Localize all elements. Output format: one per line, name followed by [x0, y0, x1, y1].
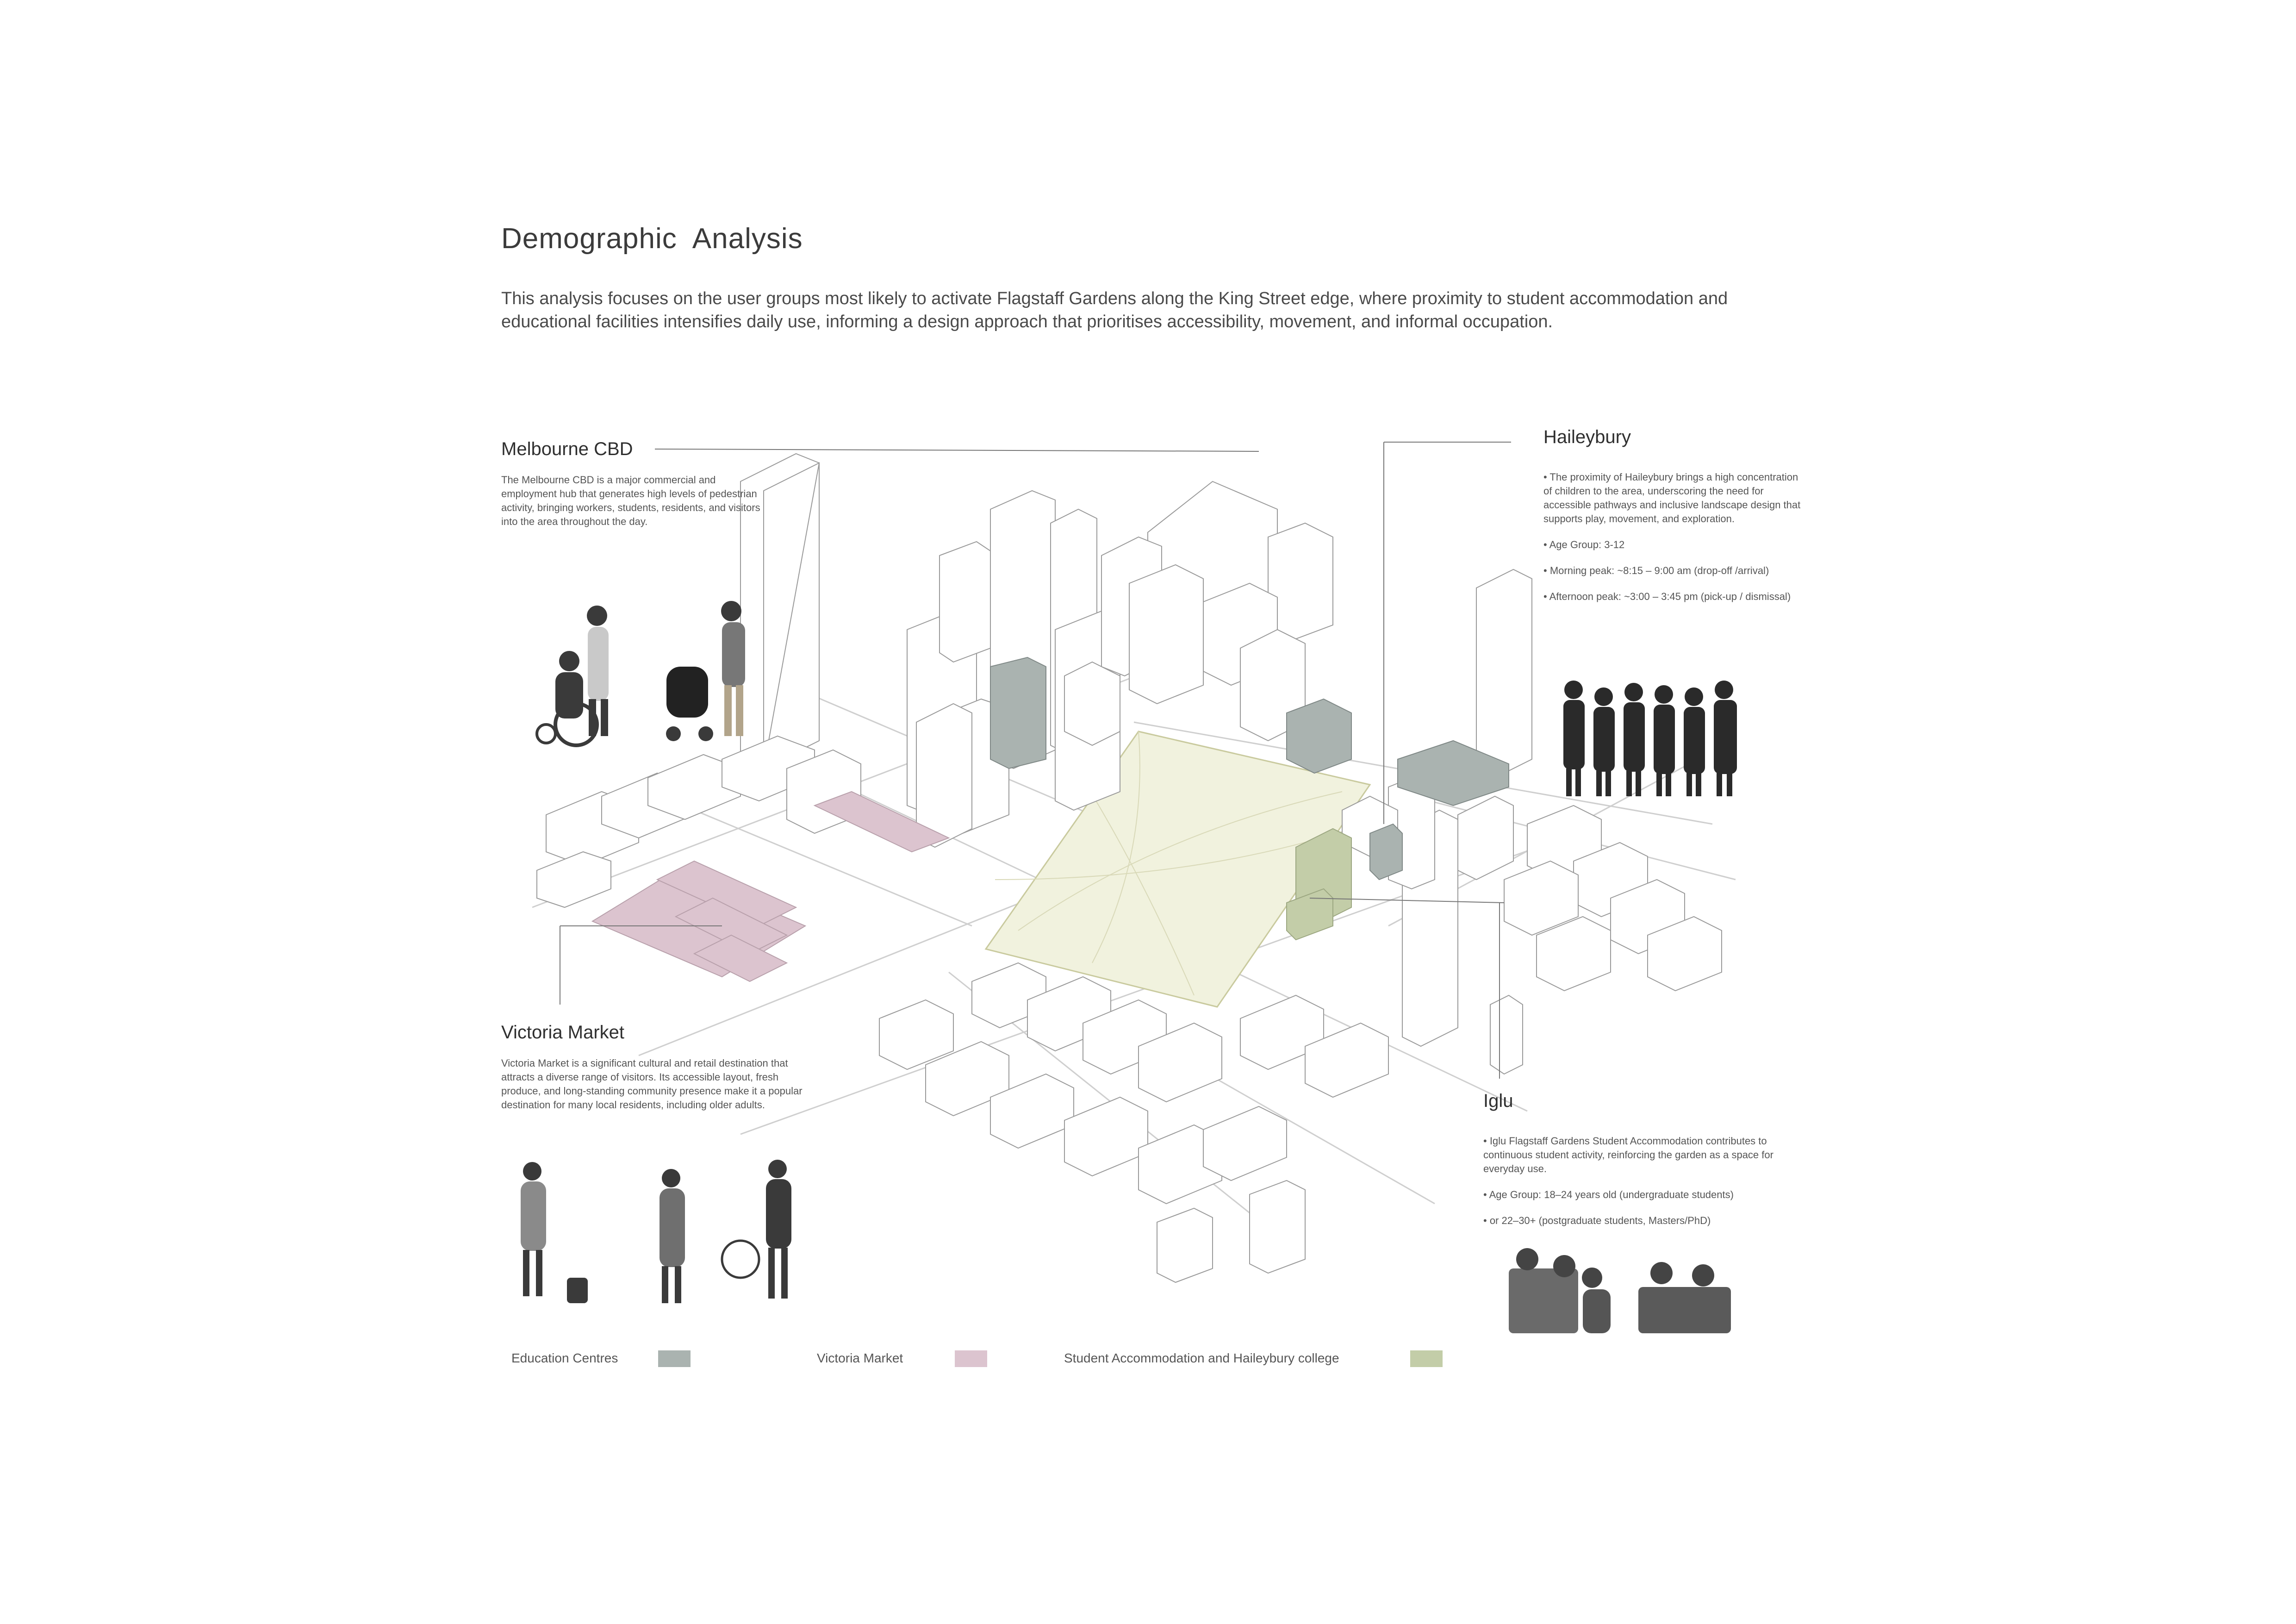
iglu-title: Iglu [1483, 1091, 1513, 1111]
iglu-body: • Iglu Flagstaff Gardens Student Accommo… [1483, 1134, 1798, 1240]
intro-text: This analysis focuses on the user groups… [501, 289, 1728, 331]
education-centres [990, 656, 1509, 881]
city-buildings [536, 453, 1722, 1283]
legend-label-victoria-market: Victoria Market [817, 1351, 903, 1365]
student-accommodation-blocks [1286, 828, 1352, 941]
haileybury-body: • The proximity of Haileybury brings a h… [1543, 470, 1803, 616]
victoria-market-title: Victoria Market [501, 1022, 625, 1043]
cbd-body: The Melbourne CBD is a major commercial … [501, 474, 760, 527]
iglu-item: • Iglu Flagstaff Gardens Student Accommo… [1483, 1135, 1773, 1174]
legend-swatch-education-centres [658, 1350, 691, 1367]
legend-swatch-victoria-market [955, 1350, 987, 1367]
victoria-market-body: Victoria Market is a significant cultura… [501, 1057, 803, 1111]
leader-lines [560, 442, 1511, 1079]
legend-swatch-student-accommodation [1410, 1350, 1443, 1367]
haileybury-title: Haileybury [1543, 427, 1631, 447]
flagstaff-gardens-park [984, 731, 1371, 1008]
iglu-item: • Age Group: 18–24 years old (undergradu… [1483, 1189, 1734, 1200]
legend-label-student-accommodation: Student Accommodation and Haileybury col… [1064, 1351, 1339, 1365]
legend-label-education-centres: Education Centres [511, 1351, 618, 1365]
victoria-market-sheds [591, 791, 950, 982]
iglu-item: • or 22–30+ (postgraduate students, Mast… [1483, 1215, 1711, 1226]
cbd-title: Melbourne CBD [501, 439, 633, 459]
page-title: Demographic Analysis [501, 223, 803, 255]
haileybury-item: • Morning peak: ~8:15 – 9:00 am (drop-of… [1543, 565, 1769, 576]
haileybury-item: • Age Group: 3-12 [1543, 539, 1625, 550]
haileybury-item: • The proximity of Haileybury brings a h… [1543, 471, 1801, 525]
haileybury-item: • Afternoon peak: ~3:00 – 3:45 pm (pick-… [1543, 591, 1791, 602]
